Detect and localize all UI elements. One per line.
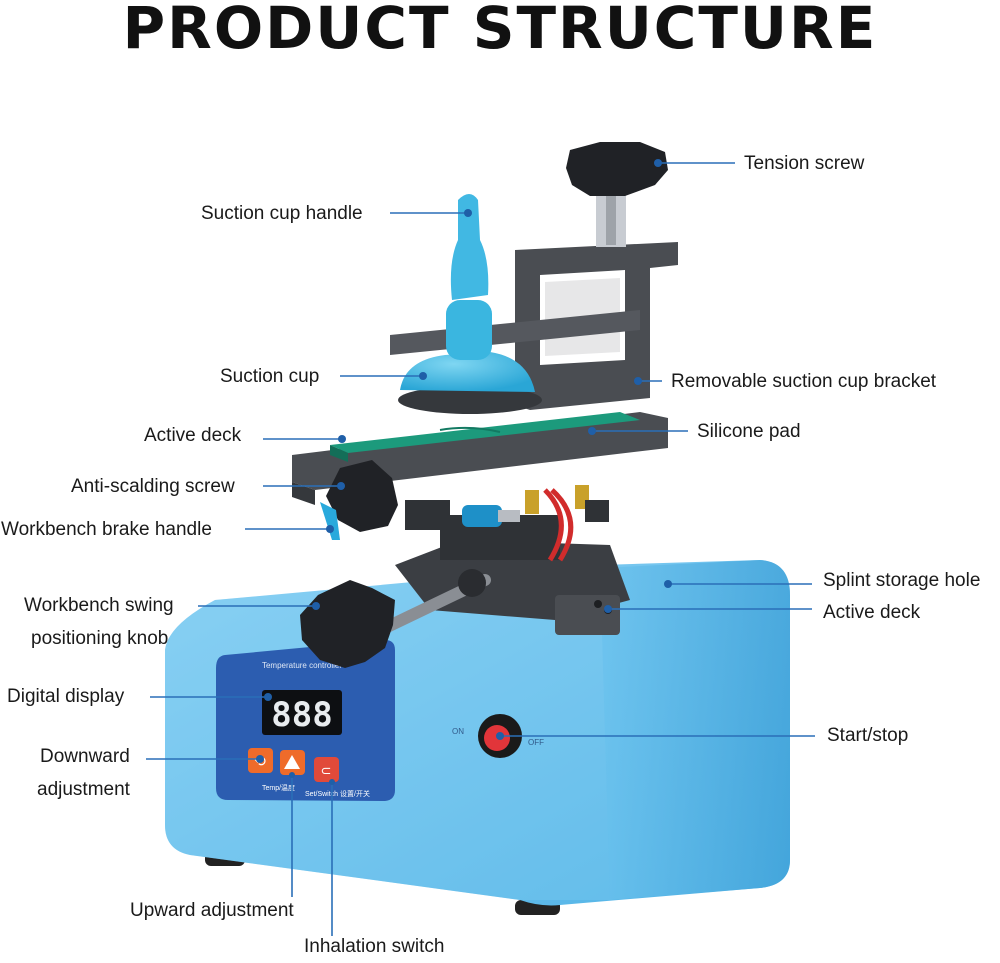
label-upward-adjustment: Upward adjustment	[130, 900, 294, 921]
label-suction-cup-handle: Suction cup handle	[201, 203, 363, 224]
label-swing-knob-line1: Workbench swing	[24, 595, 174, 616]
digital-display	[262, 690, 342, 735]
deck	[292, 412, 668, 505]
label-removable-bracket: Removable suction cup bracket	[671, 371, 937, 392]
anti-scalding-knob	[320, 460, 398, 540]
label-inhalation-switch: Inhalation switch	[304, 936, 445, 957]
label-digital-display: Digital display	[7, 686, 125, 707]
label-tension-screw: Tension screw	[744, 153, 865, 174]
svg-text:OFF: OFF	[528, 738, 544, 747]
svg-text:Temp/温度: Temp/温度	[262, 783, 295, 792]
leader-lines	[146, 159, 815, 936]
label-downward-line2: adjustment	[37, 779, 130, 800]
label-anti-scalding-screw: Anti-scalding screw	[71, 476, 235, 497]
label-active-deck-bottom: Active deck	[823, 602, 921, 623]
label-silicone-pad: Silicone pad	[697, 421, 801, 442]
panel-title: Temperature controller	[262, 661, 342, 670]
label-swing-knob-line2: positioning knob	[31, 628, 169, 649]
control-panel: 888 Temperature controller ⟲ ⊂ Temp/温度 S…	[216, 640, 395, 801]
brake-handle	[320, 502, 340, 540]
svg-text:⊂: ⊂	[321, 763, 332, 778]
svg-text:Set/Switch 设置/开关: Set/Switch 设置/开关	[305, 789, 370, 798]
page-title: PRODUCT STRUCTURE	[122, 0, 878, 62]
label-splint-storage-hole: Splint storage hole	[823, 570, 981, 591]
set-switch-button	[314, 757, 339, 782]
swing-knob	[300, 569, 491, 668]
label-start-stop: Start/stop	[827, 725, 909, 746]
label-suction-cup: Suction cup	[220, 366, 320, 387]
label-workbench-brake-handle: Workbench brake handle	[1, 519, 212, 540]
suction-cup-assembly	[398, 194, 542, 414]
pedestal	[395, 485, 630, 635]
tension-screw	[566, 142, 668, 196]
label-downward-line1: Downward	[40, 746, 130, 767]
svg-text:ON: ON	[452, 727, 464, 736]
label-active-deck-top: Active deck	[144, 425, 242, 446]
display-digits: 888	[271, 695, 332, 735]
